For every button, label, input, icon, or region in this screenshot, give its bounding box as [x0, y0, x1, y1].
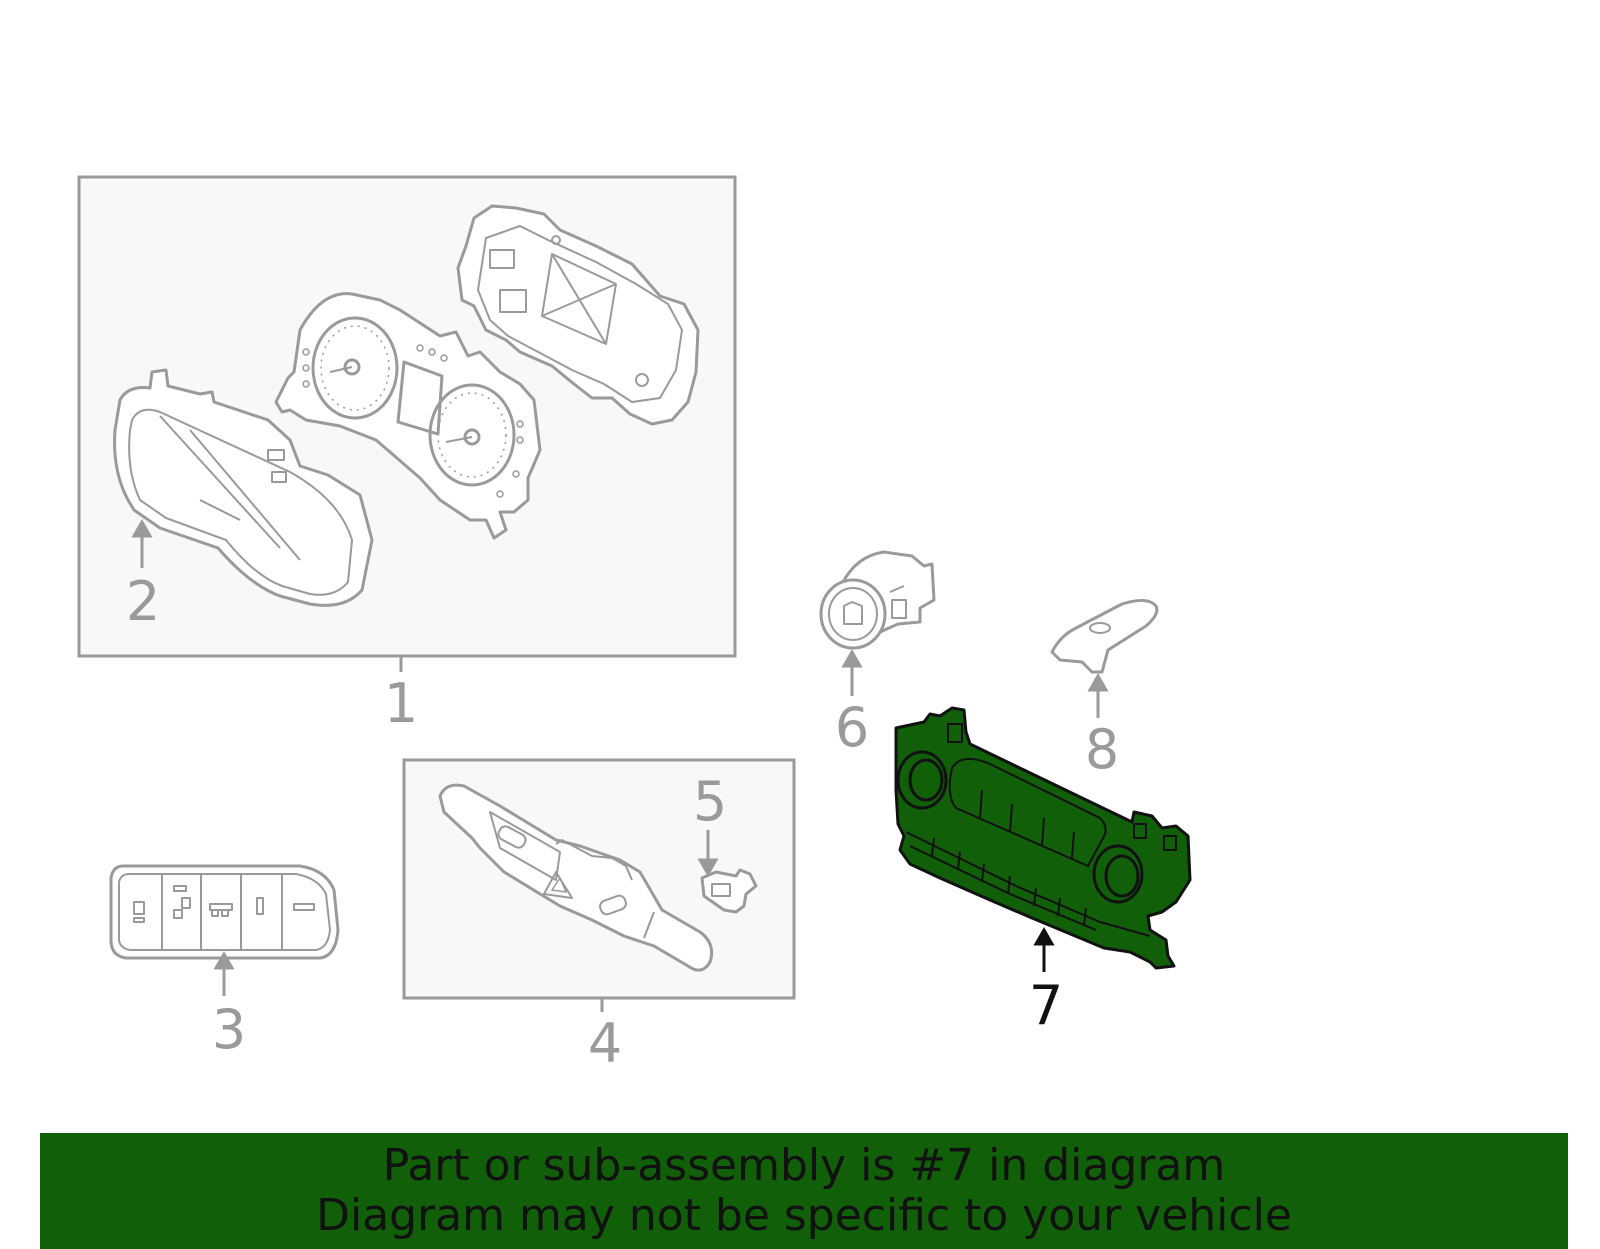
tachometer — [428, 383, 516, 487]
part-2-cluster-lens[interactable] — [113, 368, 374, 607]
callout-5[interactable]: 5 — [693, 770, 727, 833]
part-4-hazard-switch[interactable] — [438, 783, 714, 972]
callout-7[interactable]: 7 — [1029, 974, 1063, 1037]
part-3-switch-panel[interactable] — [109, 864, 340, 960]
callout-2[interactable]: 2 — [126, 570, 160, 633]
arrow-8 — [1087, 672, 1109, 718]
notice-banner: Part or sub-assembly is #7 in diagram Di… — [40, 1133, 1568, 1249]
part-7-climate-control-panel[interactable] — [894, 706, 1192, 970]
arrow-6 — [841, 648, 863, 696]
callout-3[interactable]: 3 — [212, 998, 246, 1061]
callout-8[interactable]: 8 — [1085, 718, 1119, 781]
part-gauge-face — [274, 292, 542, 540]
arrow-7 — [1033, 926, 1055, 972]
part-rear-housing — [456, 204, 700, 426]
speedometer — [311, 316, 399, 420]
banner-vehicle-disclaimer: Diagram may not be specific to your vehi… — [316, 1190, 1292, 1241]
arrow-3 — [213, 950, 235, 996]
arrow-5 — [697, 830, 719, 878]
arrow-2 — [131, 518, 153, 568]
part-6-ignition-switch[interactable] — [819, 550, 936, 650]
part-8-bracket[interactable] — [1050, 599, 1159, 674]
banner-part-notice: Part or sub-assembly is #7 in diagram — [382, 1140, 1226, 1191]
part-5-small-switch[interactable] — [700, 868, 758, 914]
callout-1[interactable]: 1 — [384, 672, 418, 735]
callout-6[interactable]: 6 — [835, 696, 869, 759]
callout-4[interactable]: 4 — [588, 1012, 622, 1075]
